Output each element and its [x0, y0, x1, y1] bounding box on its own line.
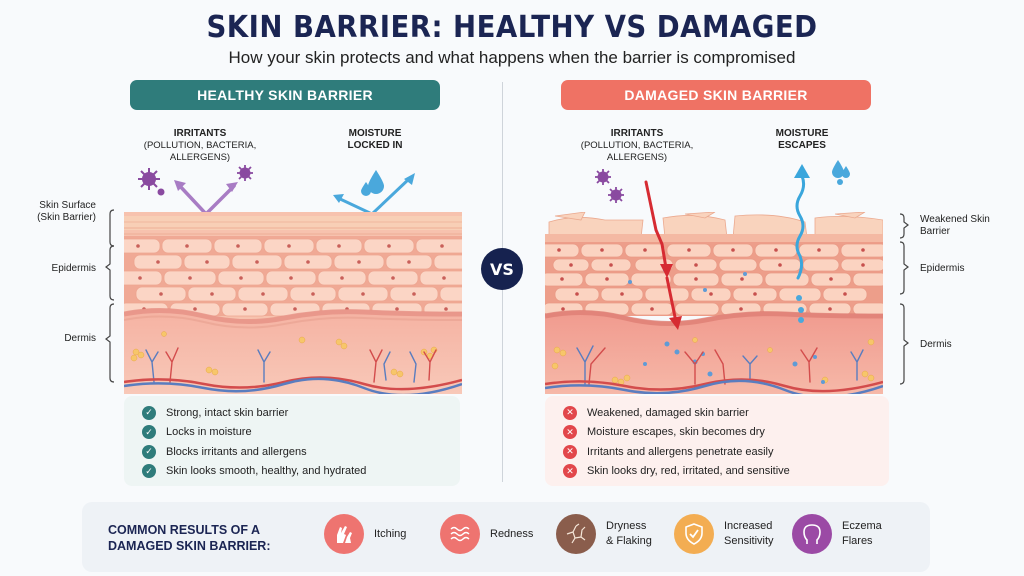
deflect-arrow-icon — [176, 182, 236, 217]
damaged-dermis-label: Dermis — [920, 339, 952, 350]
x-icon: ✕ — [563, 405, 577, 420]
result-itching: Itching — [324, 514, 406, 554]
x-icon: ✕ — [563, 444, 577, 459]
healthy-deflection-illustration — [138, 165, 415, 217]
result-redness: Redness — [440, 514, 533, 554]
healthy-layer-braces — [105, 209, 115, 383]
head-profile-icon — [792, 514, 832, 554]
damaged-penetration-illustration — [595, 160, 850, 330]
water-drop-icon — [361, 170, 384, 196]
result-sensitivity: Increased Sensitivity — [674, 514, 774, 554]
results-title: COMMON RESULTS OF A DAMAGED SKIN BARRIER… — [108, 523, 271, 553]
damaged-epidermis-label: Epidermis — [920, 263, 965, 274]
result-eczema: Eczema Flares — [792, 514, 882, 554]
damaged-moisture-label: MOISTURE ESCAPES — [775, 128, 829, 151]
irritant-arrow-icon — [644, 180, 678, 324]
healthy-irritants-label: IRRITANTS (POLLUTION, BACTERIA, ALLERGEN… — [143, 128, 257, 163]
check-icon: ✓ — [142, 464, 156, 479]
damaged-heading: DAMAGED SKIN BARRIER — [561, 80, 871, 110]
vs-badge: VS — [481, 248, 523, 290]
page-subtitle: How your skin protects and what happens … — [228, 48, 796, 67]
x-icon: ✕ — [563, 464, 577, 479]
check-icon: ✓ — [142, 444, 156, 459]
list-item: ✓ Blocks irritants and allergens — [142, 442, 460, 462]
healthy-benefits-list: ✓ Strong, intact skin barrier ✓ Locks in… — [124, 396, 460, 486]
list-item: ✕ Skin looks dry, red, irritated, and se… — [563, 462, 889, 482]
common-results-panel: COMMON RESULTS OF A DAMAGED SKIN BARRIER… — [82, 502, 930, 572]
result-dryness: Dryness & Flaking — [556, 514, 652, 554]
healthy-dermis-label: Dermis — [64, 333, 96, 344]
damaged-effects-list: ✕ Weakened, damaged skin barrier ✕ Moist… — [545, 396, 889, 486]
healthy-epidermis-label: Epidermis — [51, 263, 96, 274]
damaged-skin-diagram — [545, 212, 883, 394]
healthy-surface-label: Skin Surface (Skin Barrier) — [37, 200, 96, 223]
healthy-skin-diagram — [124, 212, 462, 394]
bacteria-icon — [595, 169, 624, 203]
list-item: ✕ Weakened, damaged skin barrier — [563, 403, 889, 423]
bacteria-icon — [138, 165, 253, 196]
check-icon: ✓ — [142, 405, 156, 420]
damaged-surface-label: Weakened Skin Barrier — [920, 214, 990, 237]
moisture-escape-arrow-icon — [795, 174, 806, 280]
shield-check-icon — [674, 514, 714, 554]
hands-scratching-icon — [324, 514, 364, 554]
list-item: ✓ Strong, intact skin barrier — [142, 403, 460, 423]
cracked-skin-icon — [556, 514, 596, 554]
waves-icon — [440, 514, 480, 554]
list-item: ✕ Irritants and allergens penetrate easi… — [563, 442, 889, 462]
list-item: ✓ Locks in moisture — [142, 423, 460, 443]
page-title: SKIN BARRIER: HEALTHY VS DAMAGED — [206, 10, 818, 45]
water-drop-icon — [796, 160, 850, 323]
damaged-layer-braces — [899, 213, 909, 385]
damaged-irritants-label: IRRITANTS (POLLUTION, BACTERIA, ALLERGEN… — [580, 128, 694, 163]
healthy-moisture-label: MOISTURE LOCKED IN — [347, 128, 403, 151]
list-item: ✕ Moisture escapes, skin becomes dry — [563, 423, 889, 443]
healthy-heading: HEALTHY SKIN BARRIER — [130, 80, 440, 110]
list-item: ✓ Skin looks smooth, healthy, and hydrat… — [142, 462, 460, 482]
check-icon: ✓ — [142, 425, 156, 440]
x-icon: ✕ — [563, 425, 577, 440]
